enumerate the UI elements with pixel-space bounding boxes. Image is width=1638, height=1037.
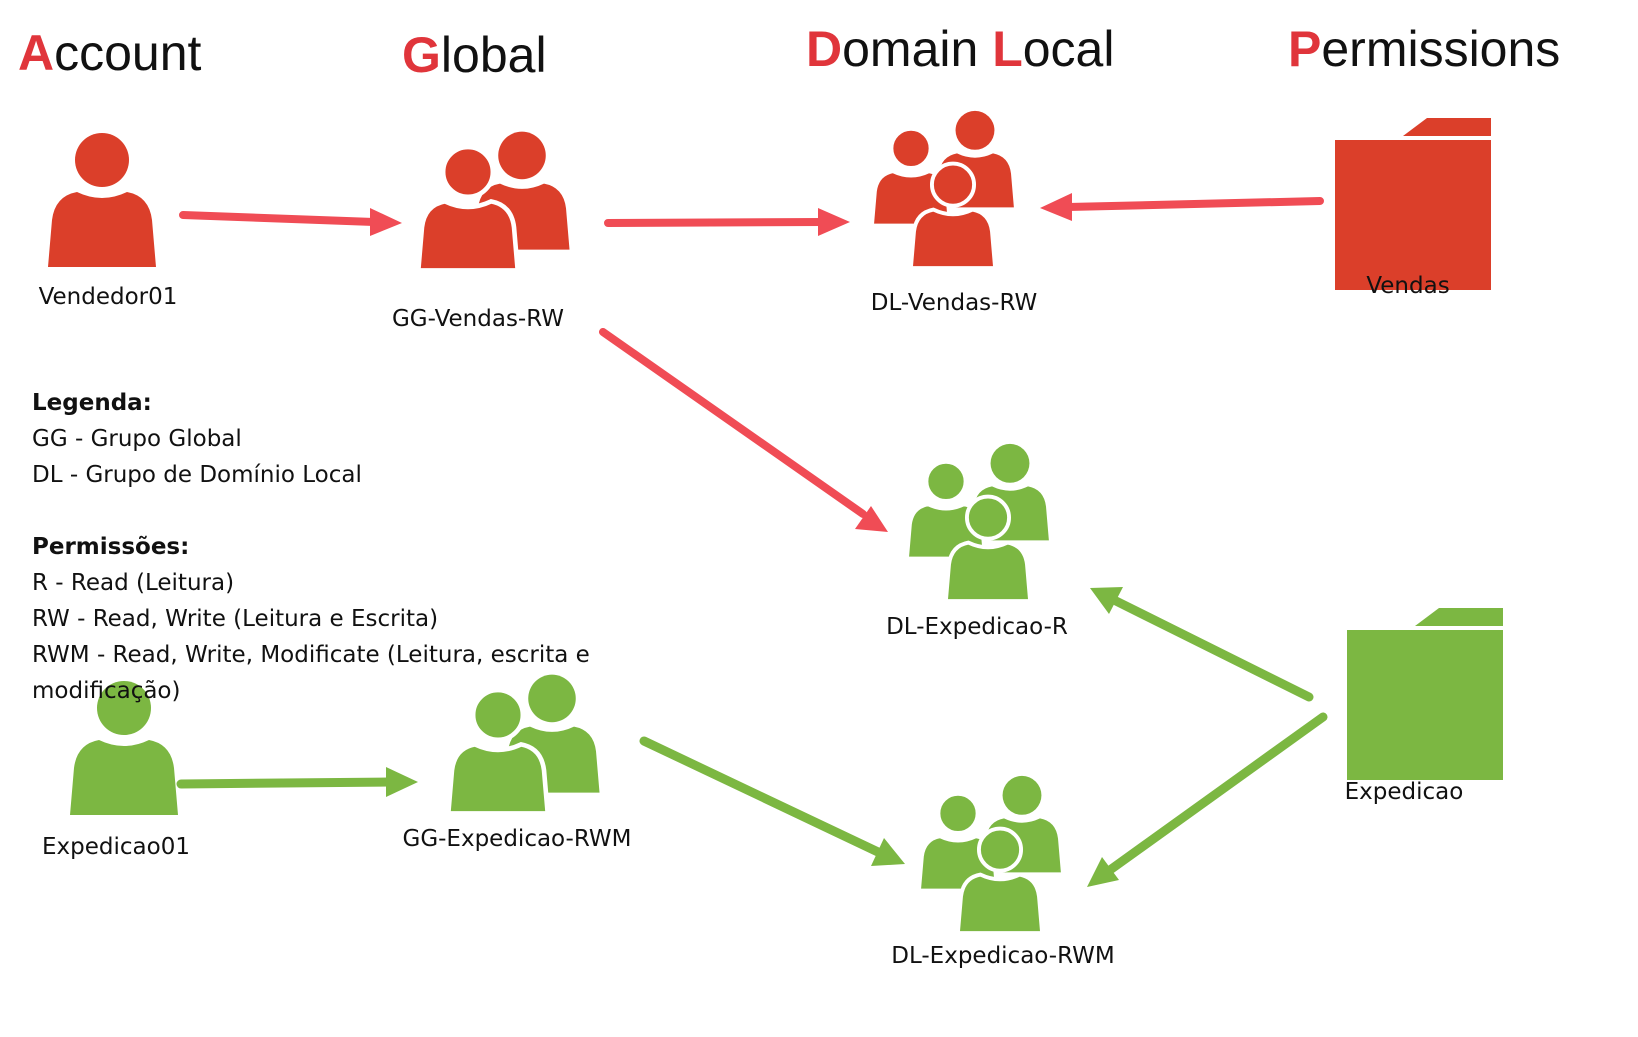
user-icon <box>48 133 156 267</box>
heading-text: lobal <box>440 27 547 83</box>
arrow-vendedor01-to-gg-vendas-rw <box>179 208 402 236</box>
group-icon <box>907 444 1049 601</box>
node-label-dl-vendas-rw: DL-Vendas-RW <box>870 290 1038 316</box>
arrow-expedicao-to-dl-expedicao-r <box>1090 587 1314 702</box>
node-label-dl-expedicao-r: DL-Expedicao-R <box>886 614 1068 640</box>
edge-layer <box>176 193 1328 887</box>
heading-global: Global <box>402 30 547 80</box>
heading-text: ermissions <box>1321 21 1561 77</box>
node-label-gg-expedicao-rwm: GG-Expedicao-RWM <box>402 826 632 852</box>
arrow-gg-vendas-rw-to-dl-vendas-rw <box>604 208 850 236</box>
folder-icon <box>1347 608 1503 780</box>
arrow-gg-vendas-rw-to-dl-expedicao-r <box>599 328 888 532</box>
node-label-expedicao01: Expedicao01 <box>42 834 190 860</box>
permission-item: modificação) <box>32 678 181 704</box>
permission-item: RWM - Read, Write, Modificate (Leitura, … <box>32 642 590 668</box>
node-label-dl-expedicao-rwm: DL-Expedicao-RWM <box>891 943 1115 969</box>
heading-initial: D <box>806 21 843 77</box>
group-icon <box>418 132 569 271</box>
heading-domain-local: Domain Local <box>806 24 1114 74</box>
heading-text: ccount <box>54 25 202 81</box>
heading-initial: L <box>992 21 1023 77</box>
permission-item: R - Read (Leitura) <box>32 570 235 596</box>
arrow-vendas-to-dl-vendas-rw <box>1040 193 1324 221</box>
heading-permissions: Permissions <box>1288 24 1560 74</box>
heading-initial: G <box>402 27 441 83</box>
permission-item: RW - Read, Write (Leitura e Escrita) <box>32 606 439 632</box>
heading-text: ocal <box>1022 21 1115 77</box>
heading-account: Account <box>18 28 201 78</box>
heading-initial: A <box>18 25 55 81</box>
legend-title: Legenda: <box>32 390 152 416</box>
node-label-expedicao: Expedicao <box>1344 779 1464 805</box>
heading-text: omain <box>842 21 993 77</box>
arrow-expedicao01-to-gg-expedicao-rwm <box>176 767 418 797</box>
legend-item: GG - Grupo Global <box>32 426 242 452</box>
node-label-vendedor01: Vendedor01 <box>38 284 178 310</box>
legend: Legenda: GG - Grupo Global DL - Grupo de… <box>32 385 672 709</box>
group-icon <box>919 776 1061 933</box>
node-label-gg-vendas-rw: GG-Vendas-RW <box>391 306 565 332</box>
folder-icon <box>1335 118 1491 290</box>
arrow-expedicao-to-dl-expedicao-rwm <box>1087 712 1328 887</box>
legend-spacer <box>32 493 672 529</box>
group-icon <box>872 111 1014 268</box>
permissions-title: Permissões: <box>32 534 190 560</box>
legend-item: DL - Grupo de Domínio Local <box>32 462 362 488</box>
node-label-vendas: Vendas <box>1366 273 1450 299</box>
arrow-gg-expedicao-rwm-to-dl-expedicao-rwm <box>639 736 905 866</box>
heading-initial: P <box>1288 21 1322 77</box>
